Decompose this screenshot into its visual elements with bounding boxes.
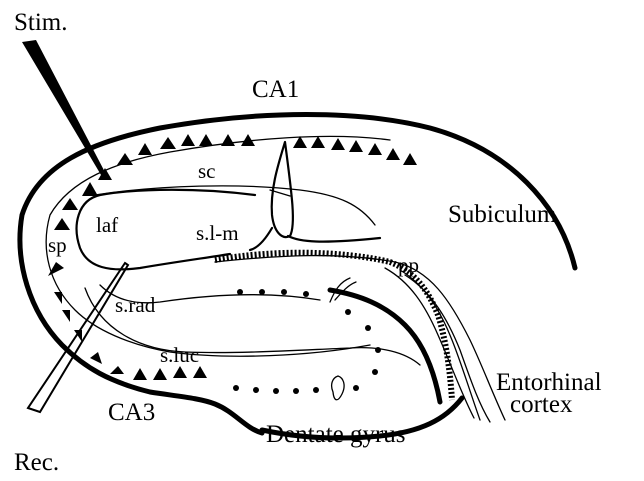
granule-cell-2	[332, 376, 344, 400]
ca1-label: CA1	[252, 76, 299, 103]
pyramidal-soma	[90, 352, 102, 364]
pyramidal-soma	[138, 143, 152, 155]
pyramidal-soma	[181, 134, 195, 146]
pyramidal-soma	[311, 136, 325, 148]
granule-dot	[281, 289, 287, 295]
sp-label: sp	[48, 233, 67, 257]
pyramidal-soma	[331, 138, 345, 150]
pyramidal-soma	[368, 143, 382, 155]
granule-dot	[313, 387, 319, 393]
ca1-apical-dendrite	[250, 228, 380, 250]
cortex-label: cortex	[510, 391, 573, 418]
dentate-gyrus-label: Dentate gyrus	[266, 421, 406, 448]
pyramidal-soma	[160, 137, 176, 149]
pyramidal-soma	[117, 153, 133, 165]
pyramidal-soma	[403, 153, 417, 165]
granule-dot	[345, 309, 351, 315]
pyramidal-soma	[62, 198, 78, 210]
granule-dot	[273, 388, 279, 394]
pyramidal-soma	[153, 368, 167, 380]
granule-dot	[293, 388, 299, 394]
pyramidal-soma	[173, 366, 187, 378]
pyramidal-soma	[386, 148, 400, 160]
granule-dot	[353, 385, 359, 391]
granule-dot	[365, 325, 371, 331]
ca3-label: CA3	[108, 399, 155, 426]
slm-label: s.l-m	[196, 221, 239, 245]
pyramidal-soma	[293, 136, 307, 148]
granule-dot	[375, 347, 381, 353]
granule-dot	[372, 369, 378, 375]
perforant-path-fiber-4	[385, 268, 474, 418]
srad-label: s.rad	[115, 293, 156, 317]
pp-label: pp	[398, 253, 419, 277]
pyramidal-soma	[193, 366, 207, 378]
sc-label: sc	[198, 159, 216, 183]
recording-electrode	[28, 263, 128, 412]
laf-label: laf	[96, 213, 118, 237]
pyramidal-soma	[62, 310, 70, 322]
pyramidal-soma	[110, 366, 124, 374]
pyramidal-soma	[133, 368, 147, 380]
pyramidal-soma	[199, 134, 213, 146]
pyramidal-soma	[82, 182, 98, 196]
granule-dot	[233, 385, 239, 391]
pyramidal-soma	[349, 140, 363, 152]
granule-dot	[253, 387, 259, 393]
granule-dot	[237, 289, 243, 295]
granule-dot	[303, 291, 309, 297]
sluc-label: s.luc	[160, 343, 199, 367]
subiculum-label: Subiculum	[448, 201, 557, 228]
pyramidal-soma	[54, 292, 62, 304]
pyramidal-soma	[221, 134, 235, 146]
hippocampus-outer-border	[20, 115, 575, 434]
granule-dot	[259, 289, 265, 295]
pyramidal-soma	[54, 218, 70, 230]
perforant-path-fiber-1	[215, 256, 505, 420]
stim-label: Stim.	[14, 9, 68, 36]
granule-cell-dots	[233, 289, 381, 394]
rec-label: Rec.	[14, 449, 59, 476]
